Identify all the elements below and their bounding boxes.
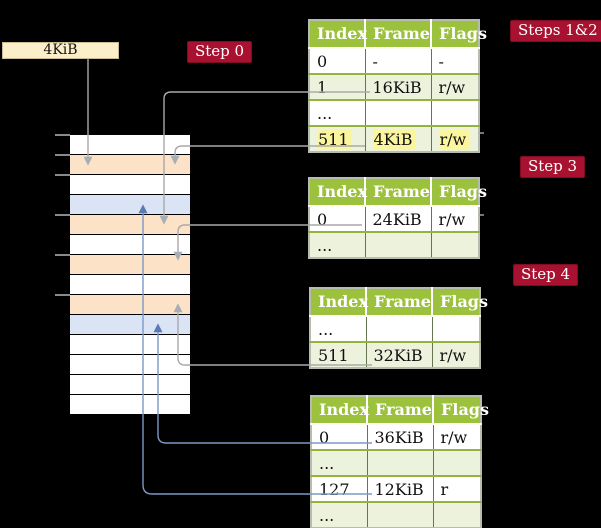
memory-frame-row-white xyxy=(70,355,190,375)
table-cell: 16KiB xyxy=(365,73,432,100)
memory-tick xyxy=(55,294,70,296)
table-row: ... xyxy=(311,449,481,476)
table-cell: - xyxy=(431,47,479,74)
table-row: ... xyxy=(311,501,481,528)
table-cell: ... xyxy=(311,501,368,528)
table-cell: - xyxy=(365,47,432,74)
table-cell xyxy=(366,315,433,342)
memory-frame-row-blue xyxy=(70,195,190,215)
table-cell: r/w xyxy=(431,73,479,100)
table-row: ... xyxy=(310,315,480,342)
column-header-frame: Frame xyxy=(365,20,432,49)
column-header-frame: Frame xyxy=(366,288,433,317)
table-cell xyxy=(367,449,434,476)
table-cell: 4KiB xyxy=(365,125,432,152)
table-cell xyxy=(433,449,481,476)
table-row: 0-- xyxy=(309,47,479,74)
table-cell: ... xyxy=(309,231,366,258)
memory-frame-row-orange xyxy=(70,215,190,235)
table-cell: 12KiB xyxy=(367,475,434,502)
table-cell: 0 xyxy=(311,423,368,450)
memory-frame-row-white xyxy=(70,275,190,295)
step-0-label: Step 0 xyxy=(187,41,253,63)
memory-frame-row-orange xyxy=(70,155,190,175)
column-header-index: Index xyxy=(310,288,368,317)
table-row: ... xyxy=(309,231,479,258)
column-header-index: Index xyxy=(309,20,367,49)
table-cell: r/w xyxy=(432,341,480,368)
table-cell xyxy=(365,231,432,258)
memory-frame-row-white xyxy=(70,375,190,395)
step-3-label: Step 3 xyxy=(520,156,586,178)
table-cell: 24KiB xyxy=(365,205,432,232)
memory-tick xyxy=(55,154,70,156)
column-header-flags: Flags xyxy=(431,178,487,207)
table-cell xyxy=(433,501,481,528)
table-cell: 32KiB xyxy=(366,341,433,368)
table-cell: 127 xyxy=(311,475,368,502)
table-cell: 0 xyxy=(309,205,366,232)
table-cell xyxy=(432,315,480,342)
highlighted-value: 511 xyxy=(317,129,352,150)
table-cell xyxy=(365,99,432,126)
column-header-flags: Flags xyxy=(433,396,489,425)
table-row: 511 4KiB r/w xyxy=(309,125,479,152)
memory-frame-row-white xyxy=(70,235,190,255)
steps-1-2-label: Steps 1&2 xyxy=(510,20,601,42)
highlighted-value: r/w xyxy=(438,129,470,150)
column-header-frame: Frame xyxy=(365,178,432,207)
memory-tick xyxy=(55,134,70,136)
column-header-index: Index xyxy=(311,396,369,425)
memory-frame-row-orange xyxy=(70,295,190,315)
table-cell: 1 xyxy=(309,73,366,100)
physical-memory-column xyxy=(70,135,190,415)
table-cell: ... xyxy=(310,315,367,342)
table-cell: ... xyxy=(309,99,366,126)
table-cell: r/w xyxy=(433,423,481,450)
memory-frame-row-white xyxy=(70,135,190,155)
column-header-flags: Flags xyxy=(431,20,487,49)
memory-tick xyxy=(55,254,70,256)
table-cell: 511 xyxy=(310,341,367,368)
table-cell: 511 xyxy=(309,125,366,152)
column-header-flags: Flags xyxy=(432,288,488,317)
column-header-index: Index xyxy=(309,178,367,207)
table-cell: 0 xyxy=(309,47,366,74)
memory-frame-row-white xyxy=(70,395,190,415)
highlighted-value: 4KiB xyxy=(372,129,416,150)
table-cell: 36KiB xyxy=(367,423,434,450)
frame-size-box: 4KiB xyxy=(2,42,119,59)
table-cell xyxy=(367,501,434,528)
memory-frame-row-white xyxy=(70,335,190,355)
table-cell: r/w xyxy=(431,205,479,232)
table-cell xyxy=(431,231,479,258)
memory-frame-row-orange xyxy=(70,255,190,275)
table-row: ... xyxy=(309,99,479,126)
table-cell: ... xyxy=(311,449,368,476)
memory-tick xyxy=(55,214,70,216)
table-cell xyxy=(431,99,479,126)
table-cell: r/w xyxy=(431,125,479,152)
memory-tick xyxy=(55,174,70,176)
column-header-frame: Frame xyxy=(367,396,434,425)
memory-frame-row-white xyxy=(70,175,190,195)
memory-frame-row-blue xyxy=(70,315,190,335)
step-4-label: Step 4 xyxy=(513,264,579,286)
table-cell: r xyxy=(433,475,481,502)
